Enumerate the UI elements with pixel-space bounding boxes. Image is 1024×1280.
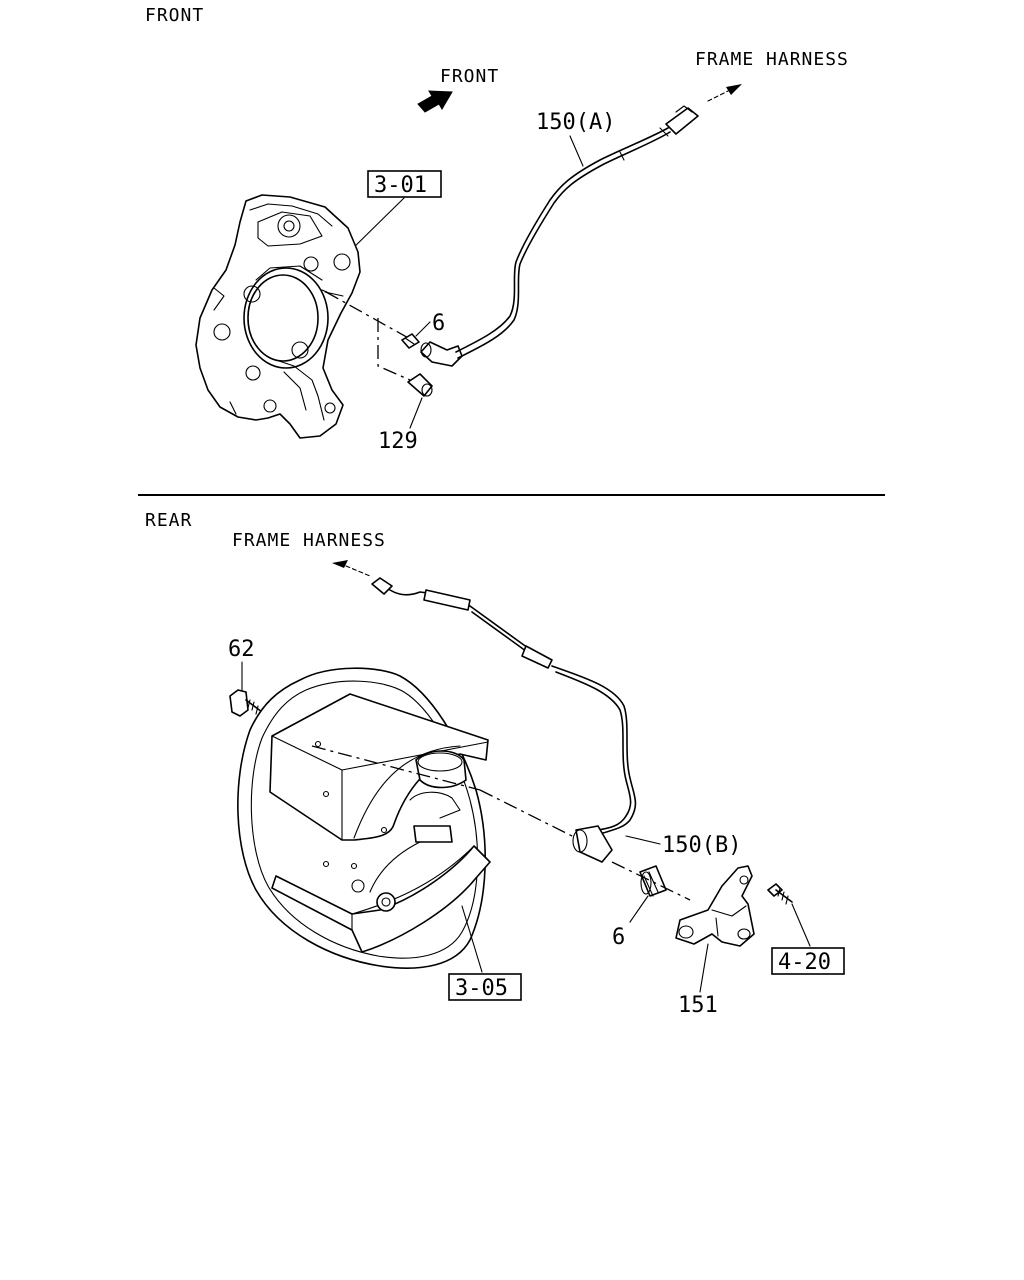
- rear-drum-ref-box[interactable]: 3-05: [448, 973, 522, 1001]
- rear-bolt-ref-box-label: 4-20: [778, 950, 831, 975]
- rear-mount-bolt: [767, 883, 793, 905]
- rear-drum-ref-box-label: 3-05: [455, 976, 508, 1001]
- front-ref-box[interactable]: 3-01: [367, 170, 442, 198]
- front-direction-arrow-icon: [417, 90, 453, 113]
- rear-brake-assembly: [237, 667, 491, 969]
- rear-bushing-callout: 6: [612, 925, 625, 950]
- rear-section: REAR FRAME HARNESS 150(B): [145, 510, 845, 1018]
- front-frame-harness-label: FRAME HARNESS: [695, 49, 849, 70]
- front-harness-arrow-icon: [707, 84, 742, 102]
- rear-harness-callout: 150(B): [662, 833, 741, 858]
- front-backing-plate: [195, 194, 361, 439]
- rear-bushing: [639, 865, 667, 897]
- rear-sensor-bracket: [675, 865, 755, 947]
- front-cap-callout: 129: [378, 429, 418, 454]
- rear-frame-harness-label: FRAME HARNESS: [232, 530, 386, 551]
- rear-harness-arrow-icon: [332, 560, 371, 577]
- front-cap: [407, 373, 433, 397]
- rear-plate-bolt: [229, 689, 263, 717]
- front-sensor-harness: [420, 105, 699, 367]
- rear-section-title: REAR: [145, 510, 192, 531]
- front-ref-box-label: 3-01: [374, 173, 427, 198]
- front-section: FRONT FRONT FRAME HARNESS 3-01: [145, 5, 849, 454]
- front-bushing: [401, 333, 420, 349]
- rear-sensor-harness: [371, 577, 637, 863]
- front-section-title: FRONT: [145, 5, 204, 26]
- front-direction-label: FRONT: [440, 66, 499, 87]
- front-harness-callout: 150(A): [536, 110, 615, 135]
- rear-bolt-callout: 62: [228, 637, 255, 662]
- front-bushing-callout: 6: [432, 311, 445, 336]
- rear-bracket-callout: 151: [678, 993, 718, 1018]
- rear-bolt-ref-box[interactable]: 4-20: [771, 947, 845, 975]
